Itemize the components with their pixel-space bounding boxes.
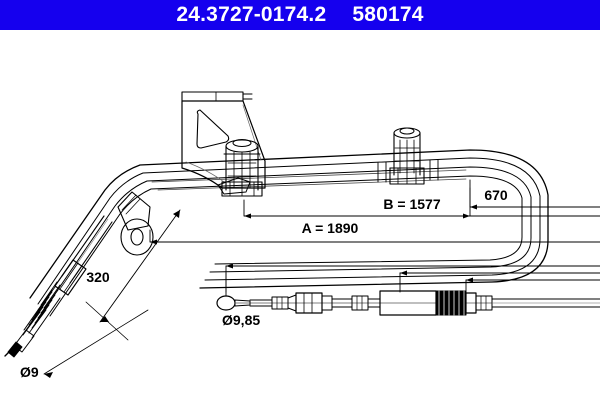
cable-outer-sheath-path: [29, 149, 549, 317]
cable-bracket-eyelet: [117, 191, 154, 256]
dimension-label-length-a: A = 1890: [302, 220, 359, 236]
dimension-lines-main: [43, 179, 600, 378]
reference-number-label: 580174: [352, 3, 424, 26]
left-cable-end-assembly: [4, 215, 113, 358]
brake-cable-drawing: A = 1890 B = 1577 670 320 Ø9 Ø9,85: [4, 91, 600, 380]
technical-drawing-canvas: A = 1890 B = 1577 670 320 Ø9 Ø9,85: [0, 30, 600, 400]
inner-cable-detail-view: [216, 290, 600, 316]
dimension-text-group: A = 1890 B = 1577 670 320 Ø9 Ø9,85: [20, 187, 508, 380]
cable-clip-right: [377, 127, 439, 185]
dimension-label-length-b: B = 1577: [383, 196, 440, 212]
cable-clip-left: [221, 139, 263, 197]
dimension-label-diameter-9: Ø9: [20, 364, 39, 380]
title-bar: 24.3727-0174.2 580174: [0, 0, 600, 30]
dimension-label-670: 670: [484, 187, 508, 203]
dimension-label-diameter-9-85: Ø9,85: [222, 312, 260, 328]
dimension-lines-detail: [225, 263, 600, 297]
part-number-label: 24.3727-0174.2: [176, 3, 327, 26]
dimension-label-320: 320: [86, 269, 110, 285]
